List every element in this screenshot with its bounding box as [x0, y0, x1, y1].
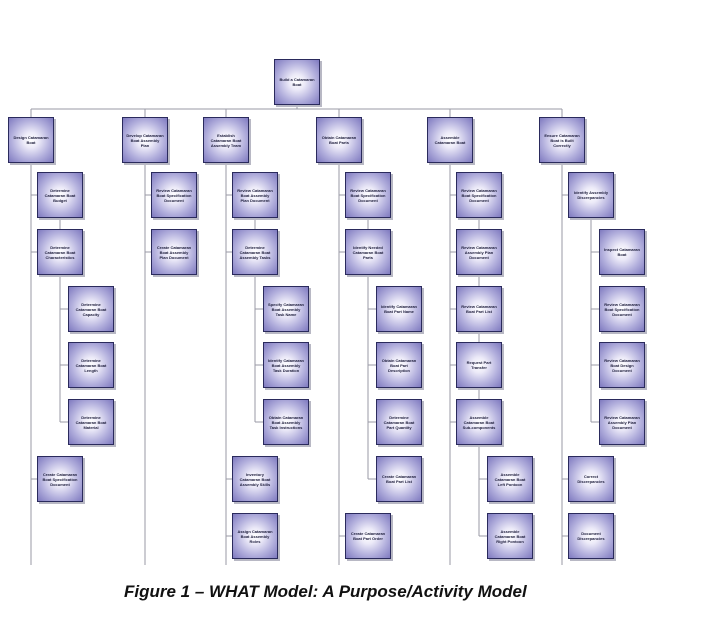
activity-node-label: Specify Catamaran Boat Assembly Task Nam… — [267, 301, 304, 317]
activity-node-label: Create Catamaran Boat Part Order — [350, 531, 386, 541]
activity-node: Create Catamaran Boat Part List — [376, 456, 422, 502]
activity-node: Inventory Catamaran Boat Assembly Skills — [232, 456, 278, 502]
activity-node: Determine Catamaran Boat Budget — [37, 172, 83, 218]
activity-node-label: Review Catamaran Boat Specification Docu… — [604, 301, 640, 317]
activity-node-label: Determine Catamaran Boat Assembly Tasks — [239, 244, 271, 260]
column-head-2: Establish Catamaran Boat Assembly Team — [203, 117, 249, 163]
activity-node-label: Determine Catamaran Boat Budget — [44, 187, 76, 203]
activity-node: Review Catamaran Boat Specification Docu… — [345, 172, 391, 218]
activity-node: Assemble Catamaran Boat Right Pontoon — [487, 513, 533, 559]
activity-node: Determine Catamaran Boat Length — [68, 342, 114, 388]
activity-node-label: Determine Catamaran Boat Characteristics — [44, 244, 76, 260]
activity-node: Create Catamaran Boat Part Order — [345, 513, 391, 559]
activity-node: Document Discrepancies — [568, 513, 614, 559]
activity-node-label: Create Catamaran Boat Part List — [381, 474, 417, 484]
activity-node: Specify Catamaran Boat Assembly Task Nam… — [263, 286, 309, 332]
activity-node: Review Catamaran Boat Specification Docu… — [151, 172, 197, 218]
activity-node-label: Review Catamaran Assembly Plan Document — [604, 414, 640, 430]
activity-node: Obtain Catamaran Boat Assembly Task Inst… — [263, 399, 309, 445]
column-head-0: Design Catamaran Boat — [8, 117, 54, 163]
activity-node-label: Review Catamaran Boat Design Document — [604, 357, 640, 373]
column-head-0-label: Design Catamaran Boat — [13, 135, 49, 145]
activity-node-label: Document Discrepancies — [577, 531, 605, 541]
activity-node: Create Catamaran Boat Assembly Plan Docu… — [151, 229, 197, 275]
activity-node-label: Review Catamaran Boat Assembly Plan Docu… — [237, 187, 273, 203]
activity-node: Assemble Catamaran Boat Left Pontoon — [487, 456, 533, 502]
activity-node: Determine Catamaran Boat Part Quantity — [376, 399, 422, 445]
column-head-4-label: Assemble Catamaran Boat — [434, 135, 466, 145]
root-node: Build a Catamaran Boat — [274, 59, 320, 105]
activity-node: Review Catamaran Boat Assembly Plan Docu… — [232, 172, 278, 218]
activity-node: Assign Catamaran Boat Assembly Roles — [232, 513, 278, 559]
activity-node: Obtain Catamaran Boat Part Description — [376, 342, 422, 388]
activity-node: Review Catamaran Boat Part List — [456, 286, 502, 332]
column-head-5: Ensure Catamaran Boat is Built Correctly — [539, 117, 585, 163]
activity-node-label: Review Catamaran Boat Specification Docu… — [461, 187, 497, 203]
activity-node: Review Catamaran Boat Specification Docu… — [456, 172, 502, 218]
column-head-5-label: Ensure Catamaran Boat is Built Correctly — [544, 132, 580, 148]
activity-node: Request Part Transfer — [456, 342, 502, 388]
root-label: Build a Catamaran Boat — [279, 77, 315, 87]
activity-node-label: Obtain Catamaran Boat Assembly Task Inst… — [268, 414, 304, 430]
activity-node: Identify Needed Catamaran Boat Parts — [345, 229, 391, 275]
activity-node: Identify Catamaran Boat Part Name — [376, 286, 422, 332]
activity-node: Create Catamaran Boat Specification Docu… — [37, 456, 83, 502]
activity-node: Assemble Catamaran Boat Sub-components — [456, 399, 502, 445]
activity-node: Determine Catamaran Boat Material — [68, 399, 114, 445]
activity-node: Determine Catamaran Boat Characteristics — [37, 229, 83, 275]
activity-node-label: Request Part Transfer — [466, 360, 492, 370]
activity-node: Identify Catamaran Boat Assembly Task Du… — [263, 342, 309, 388]
activity-node-label: Review Catamaran Boat Specification Docu… — [350, 187, 386, 203]
activity-node-label: Correct Discrepancies — [577, 474, 605, 484]
activity-node-label: Determine Catamaran Boat Capacity — [75, 301, 107, 317]
column-head-1-label: Develop Catamaran Boat Assembly Plan — [126, 132, 164, 148]
activity-node: Determine Catamaran Boat Assembly Tasks — [232, 229, 278, 275]
activity-node-label: Inventory Catamaran Boat Assembly Skills — [239, 471, 271, 487]
activity-node-label: Inspect Catamaran Boat — [604, 247, 640, 257]
column-head-4: Assemble Catamaran Boat — [427, 117, 473, 163]
activity-node-label: Determine Catamaran Boat Material — [75, 414, 107, 430]
column-head-2-label: Establish Catamaran Boat Assembly Team — [210, 132, 242, 148]
column-head-3: Obtain Catamaran Boat Parts — [316, 117, 362, 163]
activity-node-label: Review Catamaran Assembly Plan Document — [461, 244, 497, 260]
activity-node: Review Catamaran Boat Design Document — [599, 342, 645, 388]
activity-node-label: Review Catamaran Boat Specification Docu… — [156, 187, 192, 203]
activity-node-label: Identify Needed Catamaran Boat Parts — [352, 244, 384, 260]
figure-caption: Figure 1 – WHAT Model: A Purpose/Activit… — [124, 582, 527, 601]
activity-node-label: Determine Catamaran Boat Length — [75, 357, 107, 373]
activity-node-label: Assemble Catamaran Boat Left Pontoon — [494, 471, 526, 487]
column-head-1: Develop Catamaran Boat Assembly Plan — [122, 117, 168, 163]
activity-node-label: Identify Assembly Discrepancies — [573, 190, 609, 200]
activity-node-label: Identify Catamaran Boat Assembly Task Du… — [267, 357, 304, 373]
activity-node: Determine Catamaran Boat Capacity — [68, 286, 114, 332]
activity-node: Review Catamaran Assembly Plan Document — [599, 399, 645, 445]
activity-node: Review Catamaran Boat Specification Docu… — [599, 286, 645, 332]
activity-node-label: Identify Catamaran Boat Part Name — [380, 304, 417, 314]
activity-node-label: Create Catamaran Boat Assembly Plan Docu… — [156, 244, 192, 260]
activity-node-label: Assign Catamaran Boat Assembly Roles — [237, 528, 273, 544]
activity-node-label: Determine Catamaran Boat Part Quantity — [383, 414, 415, 430]
activity-node: Review Catamaran Assembly Plan Document — [456, 229, 502, 275]
activity-node: Correct Discrepancies — [568, 456, 614, 502]
activity-node: Identify Assembly Discrepancies — [568, 172, 614, 218]
activity-node: Inspect Catamaran Boat — [599, 229, 645, 275]
activity-node-label: Assemble Catamaran Boat Sub-components — [462, 414, 496, 430]
activity-node-label: Create Catamaran Boat Specification Docu… — [42, 471, 78, 487]
activity-node-label: Assemble Catamaran Boat Right Pontoon — [494, 528, 526, 544]
column-head-3-label: Obtain Catamaran Boat Parts — [321, 135, 357, 145]
activity-node-label: Review Catamaran Boat Part List — [461, 304, 497, 314]
activity-node-label: Obtain Catamaran Boat Part Description — [381, 357, 417, 373]
